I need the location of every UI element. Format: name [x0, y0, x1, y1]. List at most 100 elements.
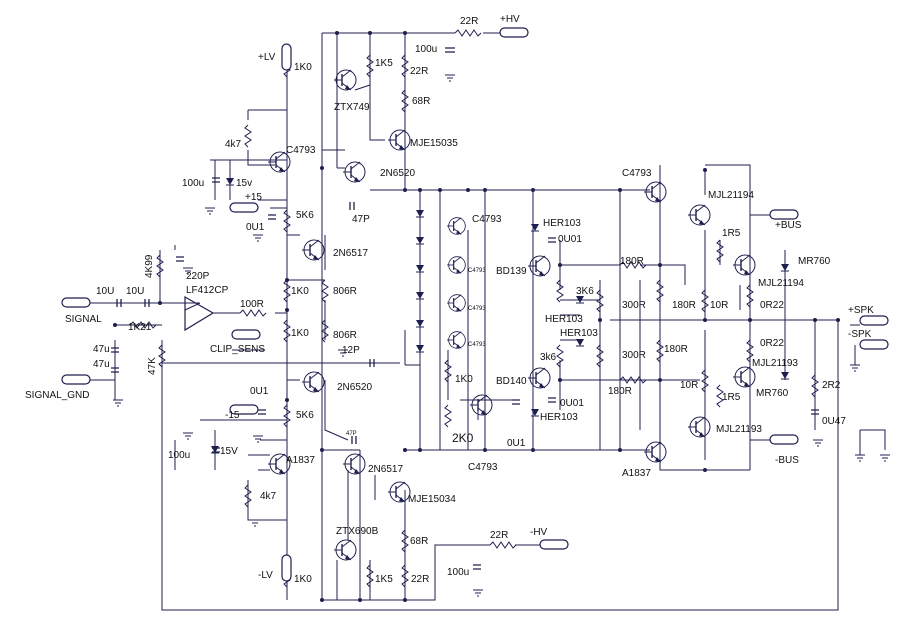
net-plus15: +15	[245, 192, 262, 203]
label-r806r-a: 806R	[333, 286, 357, 297]
label-2n6517-top: 2N6517	[333, 248, 368, 259]
label-c4793-s3: C4793	[468, 342, 486, 348]
label-r68r-b: 68R	[410, 536, 428, 547]
label-r4k7-top: 4k7	[225, 139, 242, 150]
label-r100r: 100R	[240, 299, 264, 310]
label-r47k: 47K	[147, 357, 158, 375]
label-r300r-a: 300R	[622, 300, 646, 311]
label-c4793-c: C4793	[468, 462, 498, 473]
label-r180r-b: 180R	[608, 386, 632, 397]
net-labels: +HV -HV +LV -LV SIGNAL SIGNAL_GND CLIP_S…	[25, 14, 874, 581]
label-mjl21193-a: MJL21193	[752, 358, 798, 369]
label-c220p: 220P	[186, 271, 210, 282]
resistors	[129, 29, 819, 588]
label-r22r-d: 22R	[490, 530, 508, 541]
component-labels: 22R 100u 1K0 1K5 22R ZTX749 68R MJE15035…	[93, 16, 846, 585]
net-lv-neg: -LV	[258, 570, 273, 581]
label-2n6520-top: 2N6520	[380, 168, 415, 179]
label-r1k5-top: 1K5	[375, 58, 393, 69]
label-bd139: BD139	[496, 266, 527, 277]
net-signal-gnd: SIGNAL_GND	[25, 390, 89, 401]
label-r1k5-b: 1K5	[375, 574, 393, 585]
label-her103-c: HER103	[560, 328, 598, 339]
net-signal: SIGNAL	[65, 314, 102, 325]
label-c0u1-a: 0U1	[246, 222, 265, 233]
label-r300r-b: 300R	[622, 350, 646, 361]
label-c0u1-c: 0U1	[507, 438, 526, 449]
label-r10r-b: 10R	[680, 380, 698, 391]
label-c4793-a: C4793	[286, 145, 316, 156]
net-spk-neg: -SPK	[848, 329, 872, 340]
label-c4793-s2: C4793	[468, 306, 486, 312]
op-amp-triangle	[184, 295, 215, 332]
label-a1837-l: A1837	[286, 455, 315, 466]
label-bd140: BD140	[496, 376, 527, 387]
label-r1k0-d: 1K0	[294, 574, 312, 585]
label-c100u-top: 100u	[415, 44, 437, 55]
label-mjl21193-b: MJL21193	[716, 424, 762, 435]
net-hv-neg: -HV	[530, 527, 548, 538]
label-mje15034: MJE15034	[408, 494, 456, 505]
net-lv-pos: +LV	[258, 52, 276, 63]
net-minus15: -15	[225, 410, 240, 421]
label-r68r-top: 68R	[412, 96, 430, 107]
label-r4k99: 4K99	[144, 254, 155, 278]
label-ztx690b: ZTX690B	[336, 526, 379, 537]
transistors	[268, 69, 756, 561]
label-z15v-b: 15V	[220, 446, 238, 457]
label-c10u-b: 10U	[126, 286, 144, 297]
label-c100u-l: 100u	[182, 178, 204, 189]
label-her103-d: HER103	[540, 412, 578, 423]
label-r1k0-a: 1K0	[294, 62, 312, 73]
ground-symbols	[113, 74, 890, 597]
label-c4793-d: C4793	[622, 168, 652, 179]
label-r1k0-b: 1K0	[291, 286, 309, 297]
label-c100u-b: 100u	[447, 567, 469, 578]
label-r1r5-b: 1R5	[722, 392, 741, 403]
label-her103-a: HER103	[543, 218, 581, 229]
junction-dots	[113, 31, 840, 602]
label-r5k6-top: 5K6	[296, 210, 314, 221]
label-mje15035: MJE15035	[410, 138, 458, 149]
label-c0u47: 0U47	[822, 416, 846, 427]
label-lf412: LF412CP	[186, 285, 229, 296]
net-bus-pos: +BUS	[775, 220, 802, 231]
label-r180r-d: 180R	[664, 344, 688, 355]
label-r1k0-e: 1K0	[455, 374, 473, 385]
label-r2k0: 2K0	[452, 431, 474, 445]
label-r180r-a: 180R	[620, 256, 644, 267]
label-r0r22-a: 0R22	[760, 300, 784, 311]
net-hv-pos: +HV	[500, 14, 520, 25]
label-c0u01-a: 0U01	[558, 234, 582, 245]
label-ztx749: ZTX749	[334, 102, 370, 113]
net-spk-pos: +SPK	[848, 305, 874, 316]
label-r4k7-b: 4k7	[260, 491, 277, 502]
label-r22r-top: 22R	[460, 16, 478, 27]
label-c10u-a: 10U	[96, 286, 114, 297]
wires	[90, 32, 886, 611]
label-r0r22-b: 0R22	[760, 338, 784, 349]
label-her103-b: HER103	[545, 314, 583, 325]
label-r806r-b: 806R	[333, 330, 357, 341]
label-r5k6-b: 5K6	[296, 410, 314, 421]
label-r3k6-a: 3K6	[576, 286, 594, 297]
label-a1837-r: A1837	[622, 468, 651, 479]
label-mjl21194-a: MJL21194	[708, 190, 754, 201]
label-c0u01-b: 0U01	[560, 398, 584, 409]
connectors	[61, 27, 889, 582]
label-c47u-a: 47u	[93, 344, 110, 355]
label-c4793-b: C4793	[472, 214, 502, 225]
capacitors	[111, 47, 819, 570]
label-c0u1-b: 0U1	[250, 386, 269, 397]
label-c12p: 12P	[342, 345, 360, 356]
label-z15v-top: 15v	[236, 178, 252, 189]
net-bus-neg: -BUS	[775, 455, 799, 466]
label-r1r5-a: 1R5	[722, 228, 741, 239]
label-2n6520-mid: 2N6520	[337, 382, 372, 393]
label-c100u-lb: 100u	[168, 450, 190, 461]
label-c4793-s1: C4793	[468, 268, 486, 274]
label-mjl21194-b: MJL21194	[758, 278, 804, 289]
label-r10r-a: 10R	[710, 300, 728, 311]
label-c47p-b: 47P	[346, 431, 357, 437]
